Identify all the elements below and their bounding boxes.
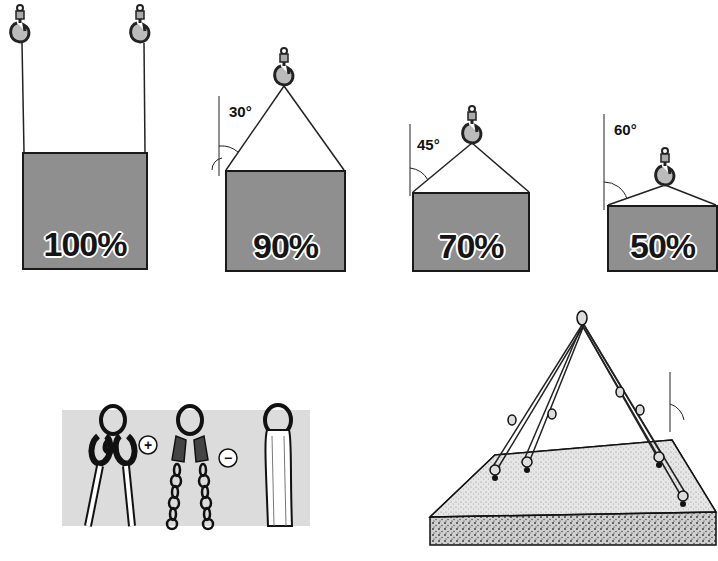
crane-hook	[656, 148, 674, 185]
sign-symbol: +	[144, 438, 152, 452]
sling-60	[604, 114, 716, 210]
load-box: 90%	[225, 170, 346, 272]
load-box: 70%	[412, 192, 530, 272]
sling-30	[212, 48, 344, 176]
load-percent: 100%	[44, 225, 127, 268]
load-box: 100%	[22, 152, 148, 270]
sling-45	[410, 106, 529, 196]
crane-hook	[275, 48, 293, 85]
load-percent: 70%	[438, 227, 503, 270]
load-percent: 90%	[253, 227, 318, 270]
sign-symbol: −	[224, 451, 232, 465]
four-leg-lift	[430, 311, 716, 545]
fittings-panel	[62, 405, 310, 529]
angle-label: 45°	[417, 137, 440, 152]
angle-label: 60°	[614, 122, 637, 137]
crane-hook	[131, 5, 149, 42]
crane-hook	[11, 5, 29, 42]
load-box: 50%	[607, 205, 718, 272]
vertical-legs	[11, 5, 149, 152]
crane-hook	[463, 106, 481, 143]
angle-label: 30°	[229, 104, 252, 119]
load-percent: 50%	[630, 227, 695, 270]
